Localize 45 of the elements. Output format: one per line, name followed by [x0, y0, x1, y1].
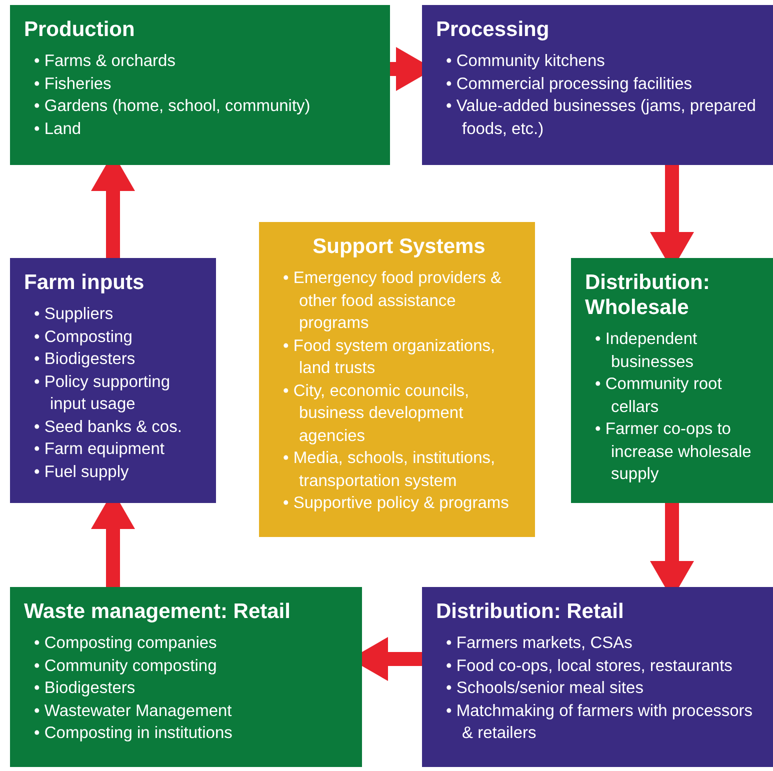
list-item: • Value-added businesses (jams, prepared foods, etc.) [445, 96, 757, 140]
list-item: • Suppliers [33, 304, 114, 326]
list-item: • Emergency food providers & other food assistance programs [282, 268, 503, 334]
panel-heading: Support Systems [312, 234, 486, 260]
list-item: • City, economic councils, business development agencies [282, 380, 470, 447]
list-item: • Fuel supply [33, 462, 130, 483]
list-item: • Food system organizations, land trusts [282, 336, 496, 380]
list-item: • Food co-ops, local stores, restaurants [445, 656, 734, 677]
panel-heading: Processing [436, 17, 550, 42]
list-item: • Matchmaking of farmers with processors & retailers [445, 700, 754, 744]
list-item: • Fisheries [33, 74, 112, 95]
list-item: • Media, schools, institutions, transportation system [282, 448, 496, 492]
list-item: • Community root cellars [594, 374, 723, 418]
category-panel [422, 5, 773, 165]
list-item: • Seed banks & cos. [33, 416, 183, 438]
panel-heading: Waste management: Retail [24, 599, 290, 624]
panel-heading: Distribution: Retail [436, 599, 624, 624]
category-panel [571, 258, 773, 503]
list-item: • Policy supporting input usage [33, 372, 172, 416]
list-item: • Schools/senior meal sites [445, 678, 644, 700]
list-item: • Community composting [33, 656, 218, 677]
category-panel [10, 587, 362, 767]
list-item: • Biodigesters [33, 349, 136, 370]
list-item: • Commercial processing facilities [445, 74, 694, 95]
list-item: • Supportive policy & programs [282, 493, 510, 514]
panel-heading: Production [24, 17, 135, 42]
list-item: • Biodigesters [33, 678, 136, 700]
list-item: • Composting [33, 326, 134, 348]
list-item: • Community kitchens [445, 51, 606, 72]
category-panel [10, 5, 390, 165]
panel-heading: Farm inputs [24, 270, 144, 296]
category-panel [422, 587, 773, 767]
category-panel [259, 222, 535, 537]
list-item: • Wastewater Management [33, 700, 233, 722]
list-item: • Farmers markets, CSAs [445, 633, 634, 654]
list-item: • Farm equipment [33, 439, 166, 460]
list-item: • Farmer co-ops to increase wholesale supply [594, 419, 752, 486]
category-panel [10, 258, 216, 503]
list-item: • Farms & orchards [33, 51, 176, 72]
list-item: • Composting in institutions [33, 723, 234, 744]
list-item: • Gardens (home, school, community) [33, 96, 312, 118]
list-item: • Composting companies [33, 633, 218, 654]
list-item: • Independent businesses [594, 329, 698, 373]
list-item: • Land [33, 118, 82, 140]
panel-heading: Distribution: Wholesale [585, 270, 711, 320]
